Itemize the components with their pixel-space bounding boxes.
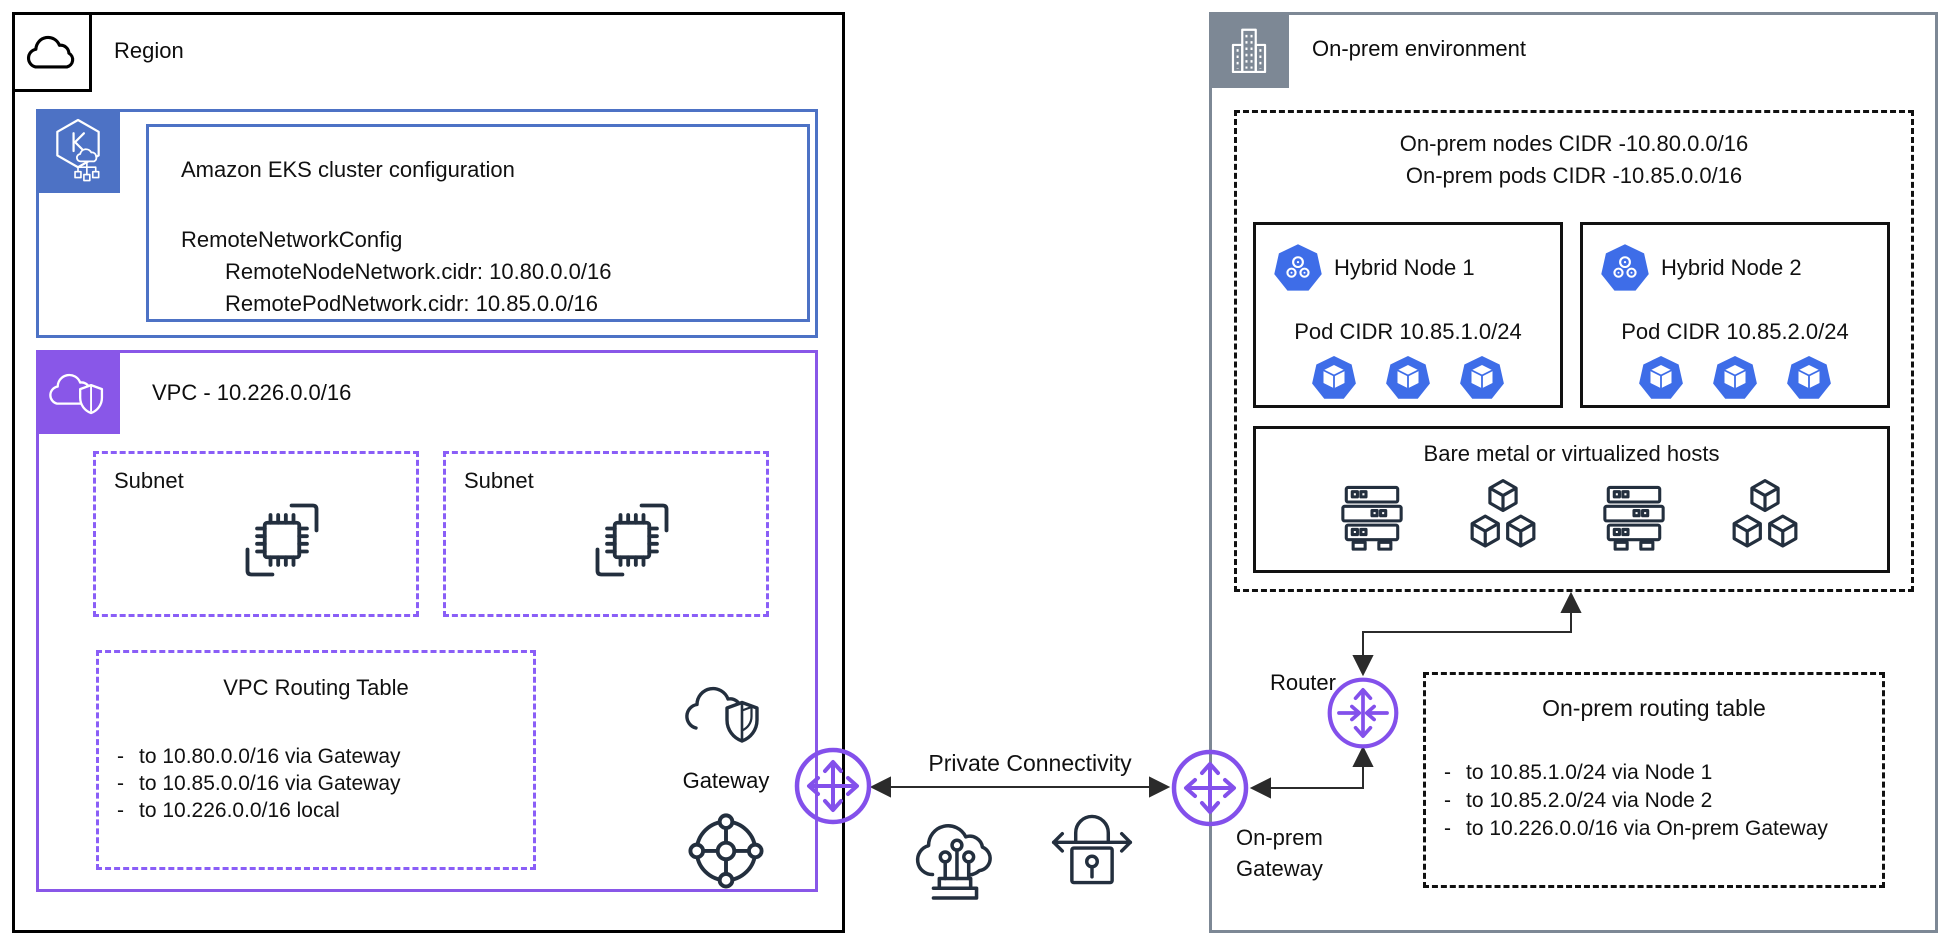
- vpc-service-icon: [36, 350, 120, 434]
- vpc-title: VPC - 10.226.0.0/16: [152, 380, 352, 405]
- hybrid-node-title: Hybrid Node 2: [1661, 255, 1802, 280]
- pod-cidr-label: Pod CIDR 10.85.1.0/24: [1294, 319, 1522, 344]
- onprem-boundary: [1209, 12, 1938, 933]
- vpn-lock-icon: [1046, 800, 1138, 900]
- onprem-pods-cidr: On-prem pods CIDR -10.85.0.0/16: [1405, 163, 1743, 188]
- route-entry: -to 10.85.0.0/16 via Gateway: [117, 772, 401, 795]
- subnet-1: Subnet: [93, 451, 419, 617]
- cubes-icon: [1470, 479, 1535, 548]
- chip-icon: [586, 494, 678, 586]
- chip-icon: [236, 494, 328, 586]
- pod-cidr-label: Pod CIDR 10.85.2.0/24: [1621, 319, 1849, 344]
- cloud-icon: [26, 35, 75, 69]
- pod-icon: [1460, 356, 1504, 399]
- subnet-2: Subnet: [443, 451, 769, 617]
- hybrid-node-2: Hybrid Node 2 Pod CIDR 10.85.2.0/24: [1580, 222, 1890, 408]
- route-entry: -to 10.226.0.0/16 via On-prem Gateway: [1444, 817, 1828, 840]
- pod-icon: [1386, 356, 1430, 399]
- region-boundary: [12, 12, 845, 933]
- region-title: Region: [114, 38, 184, 63]
- route-entry: -to 10.226.0.0/16 local: [117, 799, 340, 822]
- subnet-label: Subnet: [464, 468, 534, 493]
- hybrid-node-title: Hybrid Node 1: [1334, 255, 1475, 280]
- hybrid-node-1: Hybrid Node 1 Pod CIDR 10.85.1.0/24: [1253, 222, 1563, 408]
- route-entry: -to 10.80.0.0/16 via Gateway: [117, 745, 401, 768]
- onprem-title: On-prem environment: [1312, 36, 1526, 61]
- eks-config-line: RemotePodNetwork.cidr: 10.85.0.0/16: [225, 291, 598, 316]
- direct-connect-icon: [908, 802, 1002, 904]
- onprem-routing-items: -to 10.85.1.0/24 via Node 1 -to 10.85.2.…: [1444, 759, 1828, 843]
- vpc-routing-items: -to 10.80.0.0/16 via Gateway -to 10.85.0…: [117, 743, 401, 824]
- eks-config-line: RemoteNetworkConfig: [181, 227, 403, 252]
- eks-config-title: Amazon EKS cluster configuration: [181, 157, 515, 182]
- hosts-title: Bare metal or virtualized hosts: [1423, 441, 1720, 466]
- private-connectivity-label: Private Connectivity: [928, 750, 1132, 776]
- hosts-icons-row: [1256, 475, 1887, 561]
- eks-config-card: Amazon EKS cluster configuration RemoteN…: [146, 124, 810, 322]
- k8s-node-icon: [1599, 241, 1651, 293]
- k8s-node-icon: [1272, 241, 1324, 293]
- server-rack-icon: [1340, 485, 1403, 551]
- router-label: Router: [1269, 670, 1336, 695]
- pod-icon: [1787, 356, 1831, 399]
- router-icon: [1326, 676, 1400, 750]
- network-hub-icon: [687, 806, 765, 892]
- onprem-routing-title: On-prem routing table: [1542, 695, 1766, 721]
- eks-cluster-group: [36, 109, 818, 338]
- region-cloud-icon: [12, 12, 92, 92]
- eks-config-line: RemoteNodeNetwork.cidr: 10.80.0.0/16: [225, 259, 612, 284]
- eks-service-icon: [36, 109, 120, 193]
- pods-row: [1583, 353, 1887, 401]
- route-entry: -to 10.85.2.0/24 via Node 2: [1444, 789, 1713, 812]
- gateway-label: Gateway: [682, 768, 770, 793]
- onprem-gateway-label: On-prem Gateway: [1236, 825, 1323, 881]
- onprem-cidr-group: On-prem nodes CIDR -10.80.0.0/16 On-prem…: [1234, 110, 1914, 592]
- vpc-routing-title: VPC Routing Table: [223, 675, 409, 700]
- cubes-icon: [1732, 479, 1797, 548]
- onprem-gateway-icon: [1170, 748, 1250, 828]
- pod-icon: [1639, 356, 1683, 399]
- hosts-box: Bare metal or virtualized hosts: [1253, 426, 1890, 573]
- server-rack-icon: [1602, 485, 1665, 551]
- vpc-routing-table: VPC Routing Table -to 10.80.0.0/16 via G…: [96, 650, 536, 870]
- vpc-gateway-icon: [793, 746, 873, 826]
- pods-row: [1256, 353, 1560, 401]
- vpc-boundary: [36, 350, 818, 892]
- onprem-routing-table: On-prem routing table -to 10.85.1.0/24 v…: [1423, 672, 1885, 888]
- building-icon: [1209, 12, 1289, 88]
- route-entry: -to 10.85.1.0/24 via Node 1: [1444, 761, 1713, 784]
- onprem-nodes-cidr: On-prem nodes CIDR -10.80.0.0/16: [1399, 131, 1749, 156]
- cloud-shield-icon: [680, 674, 770, 756]
- pod-icon: [1312, 356, 1356, 399]
- pod-icon: [1713, 356, 1757, 399]
- subnet-label: Subnet: [114, 468, 184, 493]
